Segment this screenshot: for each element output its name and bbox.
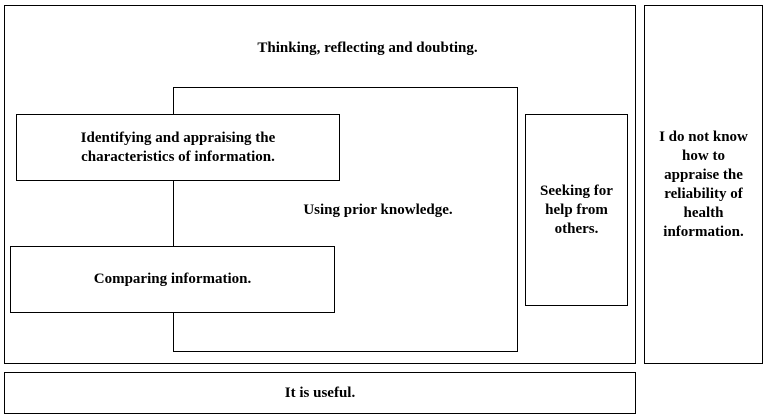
identifying-appraising-box: Identifying and appraising the character… [16, 114, 340, 181]
seeking-help-label: Seeking for help from others. [540, 182, 613, 237]
prior-knowledge-label: Using prior knowledge. [303, 202, 453, 218]
do-not-know-label: I do not know how to appraise the reliab… [659, 128, 748, 240]
it-is-useful-label: It is useful. [284, 384, 356, 401]
it-is-useful-box: It is useful. [4, 372, 636, 414]
comparing-information-box: Comparing information. [10, 246, 335, 313]
do-not-know-box: I do not know how to appraise the reliab… [644, 5, 763, 364]
thinking-reflecting-label: Thinking, reflecting and doubting. [257, 40, 478, 56]
comparing-information-label: Comparing information. [93, 271, 252, 287]
identifying-appraising-label: Identifying and appraising the character… [80, 129, 276, 165]
seeking-help-box: Seeking for help from others. [525, 114, 628, 306]
connector-line [173, 180, 174, 246]
